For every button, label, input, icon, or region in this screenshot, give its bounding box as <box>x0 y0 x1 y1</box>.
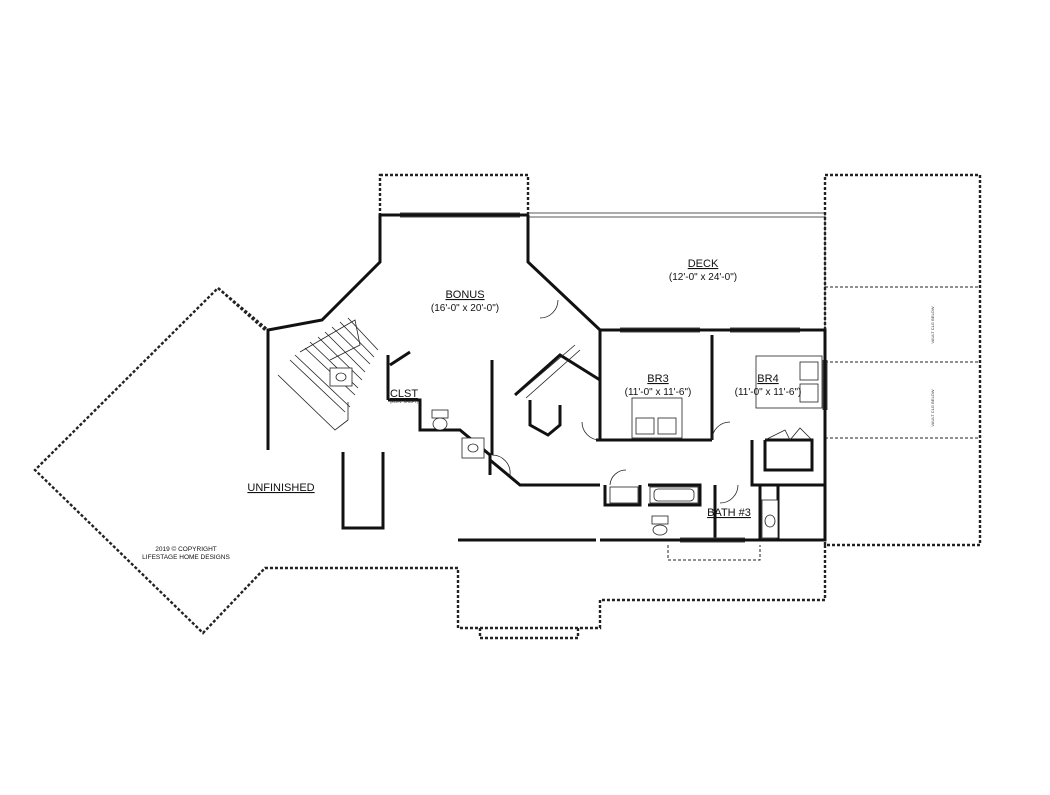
room-name-br4: BR4 <box>757 373 778 385</box>
windows <box>400 212 828 543</box>
vault-note-2: VAULT CLG BELOW <box>930 389 935 426</box>
room-dims-br3: (11'-0" x 11'-6") <box>625 387 692 398</box>
room-dims-deck: (12'-0" x 24'-0") <box>669 272 737 283</box>
roof-outlines <box>33 173 982 640</box>
walls <box>266 212 827 542</box>
room-sub-clst: (ELEV. SHAFT) <box>390 399 419 404</box>
fixtures <box>431 344 823 539</box>
room-name-bonus: BONUS <box>445 289 484 301</box>
room-name-deck: DECK <box>688 258 719 270</box>
room-name-clst: CLST <box>390 388 418 400</box>
copyright-line1: 2019 © COPYRIGHT <box>155 545 217 553</box>
room-name-bath3: BATH #3 <box>707 507 751 519</box>
room-name-unfinished: UNFINISHED <box>247 482 314 494</box>
room-dims-br4: (11'-0" x 11'-6") <box>735 387 802 398</box>
stair <box>277 317 379 431</box>
room-name-br3: BR3 <box>647 373 668 385</box>
doors <box>491 299 813 504</box>
copyright-line2: LIFESTAGE HOME DESIGNS <box>142 554 230 561</box>
vault-note-1: VAULT CLG BELOW <box>930 306 935 343</box>
room-dims-bonus: (16'-0" x 20'-0") <box>431 303 499 314</box>
